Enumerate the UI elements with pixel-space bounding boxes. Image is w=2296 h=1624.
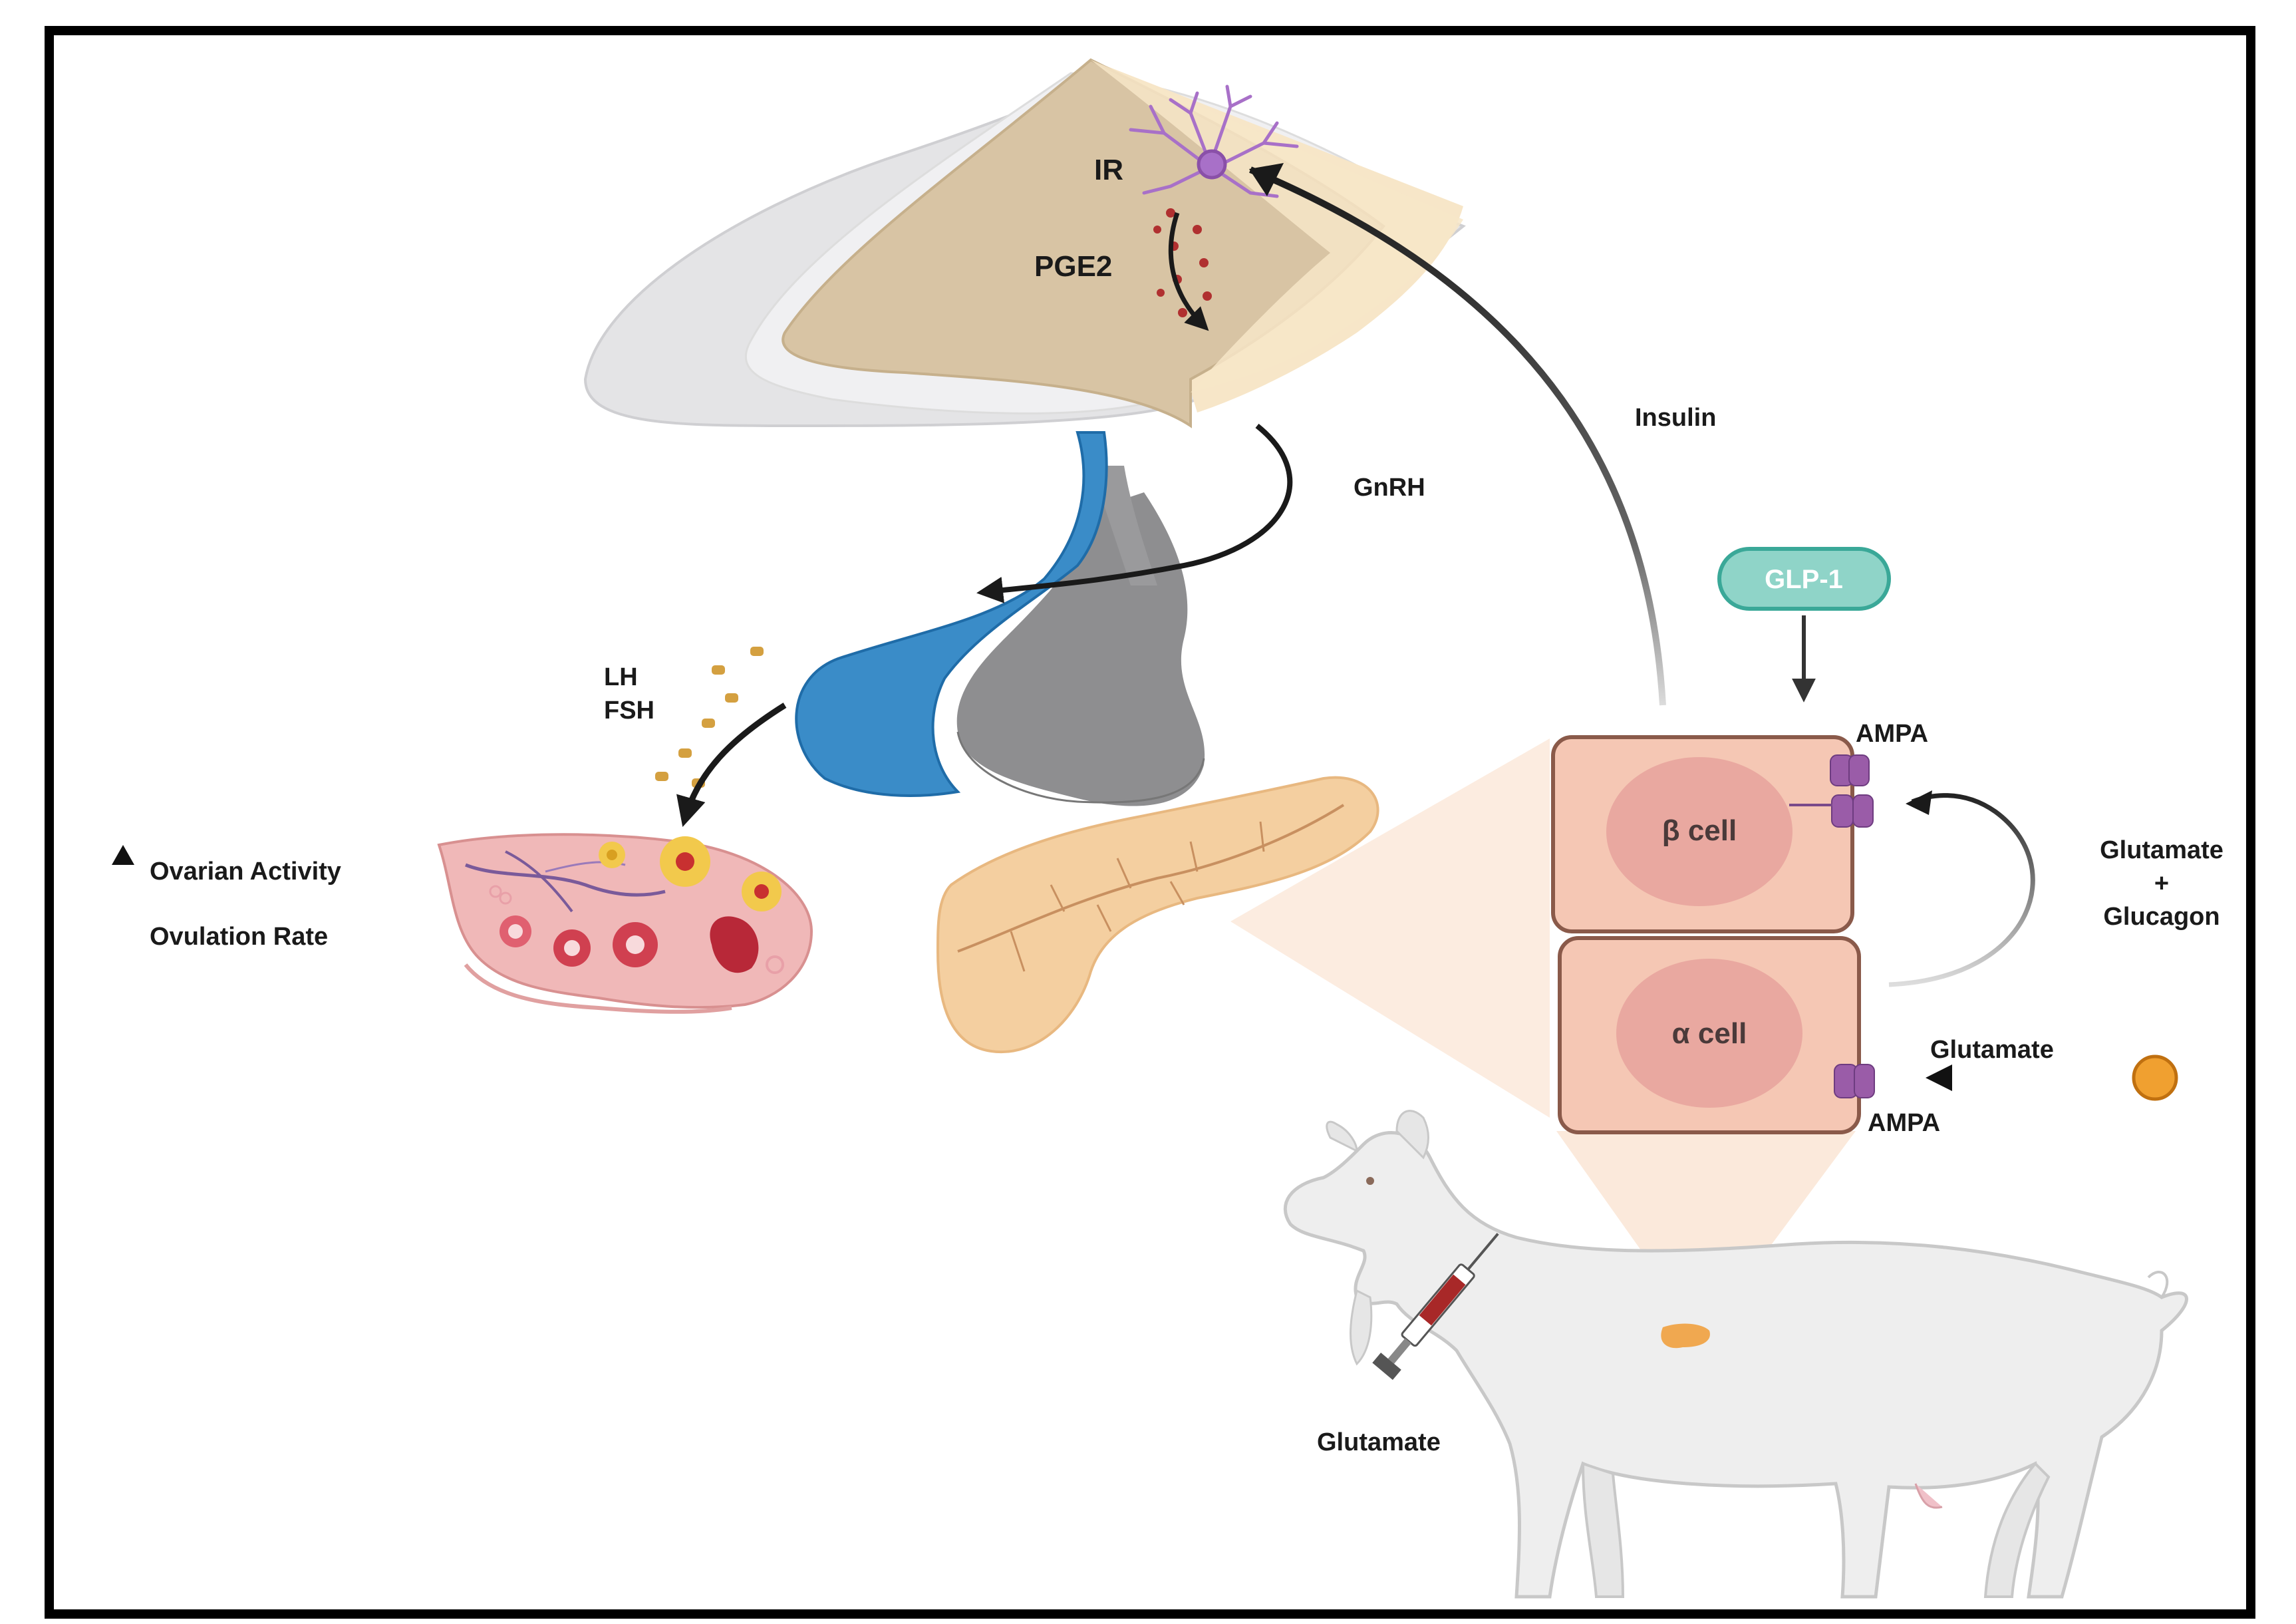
lh-label: LH [604,663,638,691]
alpha-cell: α cell [1558,936,1861,1134]
goat-zoom-cone [1556,1131,1856,1337]
receptor-icon-alpha [1834,1064,1875,1098]
insulin-arrow [1249,166,1666,706]
goat-icon [1283,1110,2188,1599]
pge2-label: PGE2 [1034,250,1112,283]
glutamate-glucagon-plus: + [2154,870,2169,897]
goat-pancreas-icon [1661,1323,1710,1349]
beta-cell-label: β cell [1662,814,1737,847]
ovary-icon [437,833,813,1014]
glutamate-side-label: Glutamate [1930,1036,2054,1064]
ampa-bottom-label: AMPA [1868,1109,1940,1137]
pituitary-icon [795,431,1205,806]
gnrh-label: GnRH [1354,474,1425,502]
alpha-cell-label: α cell [1672,1017,1747,1050]
insulin-label: Insulin [1635,404,1716,432]
glutamate-glucagon-arrowhead [1906,790,1932,815]
pancreas-icon [936,776,1379,1054]
lh-fsh-arrow [676,703,787,827]
pge2-arrow [1168,212,1209,331]
pancreas-zoom-cone [1230,738,1550,1118]
glutamate-molecule-icon [2132,1055,2178,1101]
ovarian-activity-label: Ovarian Activity [150,858,341,886]
glutamate-goat-label: Glutamate [1317,1428,1441,1456]
ampa-top-label: AMPA [1856,720,1928,748]
ovulation-rate-label: Ovulation Rate [150,923,328,951]
fsh-label: FSH [604,697,654,725]
insulin-arrowhead [1249,163,1284,196]
up-arrow-head [112,845,134,865]
glutamate-glucagon-label-2: Glucagon [2103,903,2220,931]
glutamate-side-arrowhead [1926,1064,1952,1091]
glutamate-glucagon-label-1: Glutamate [2100,836,2224,864]
diagram-frame [45,26,2255,1619]
brain-section: IR PGE2 [583,58,1466,428]
receptor-icon [1830,754,1874,828]
ir-label: IR [1094,154,1123,186]
neuron-icon [1129,84,1299,198]
glp1-badge: GLP-1 [1717,547,1891,611]
glp1-label: GLP-1 [1765,565,1843,594]
glutamate-glucagon-arrow [1888,793,2035,987]
beta-cell: β cell [1551,735,1854,933]
gnrh-arrow [976,423,1293,603]
syringe-icon [1372,1233,1499,1380]
